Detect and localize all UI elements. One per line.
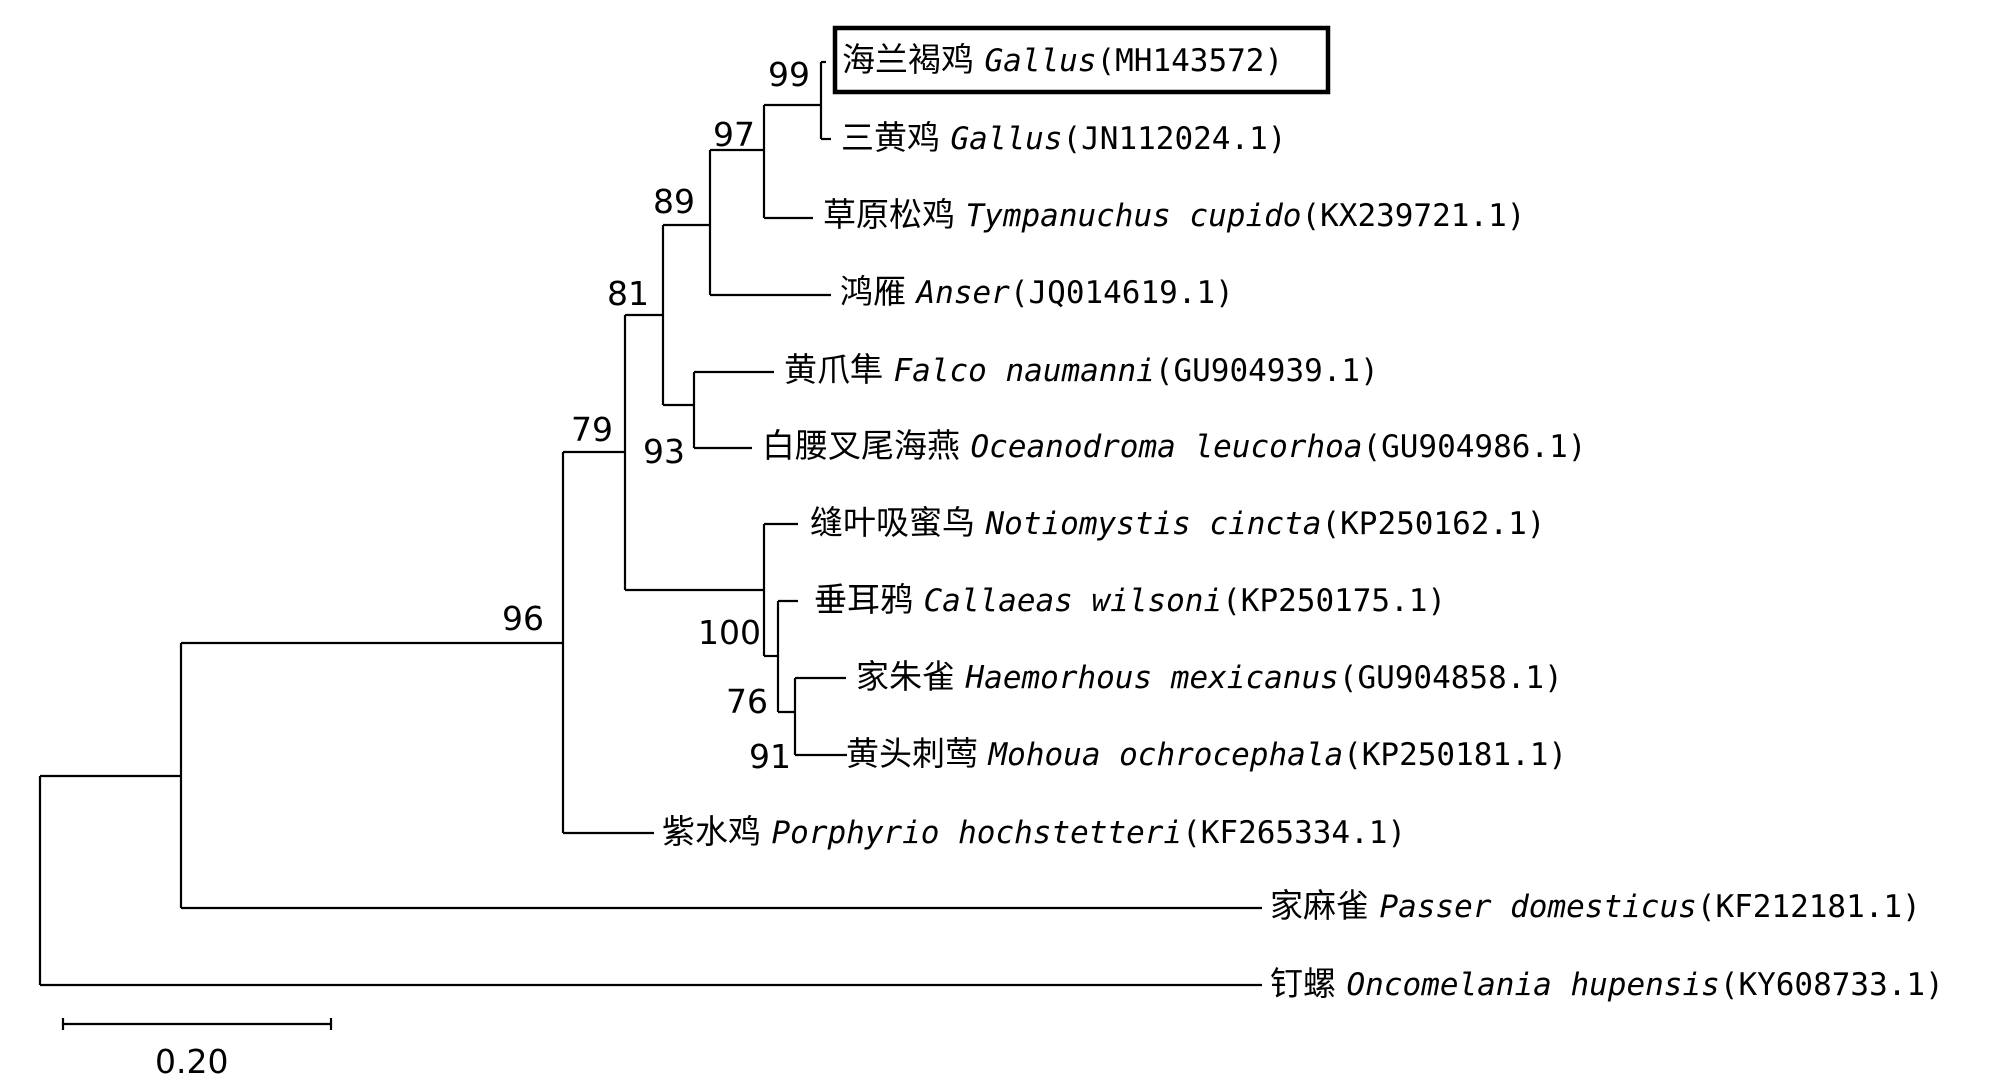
- taxon-label: 黄头刺莺 Mohoua ochrocephala(KP250181.1): [846, 734, 1567, 773]
- taxon-label: 家麻雀 Passer domesticus(KF212181.1): [1270, 886, 1921, 925]
- taxon-label: 鸿雁 Anser(JQ014619.1): [840, 272, 1234, 311]
- taxon-label: 垂耳鸦 Callaeas wilsoni(KP250175.1): [814, 580, 1446, 619]
- taxon-label: 紫水鸡 Porphyrio hochstetteri(KF265334.1): [662, 812, 1406, 851]
- taxon-label: 三黄鸡 Gallus(JN112024.1): [841, 118, 1286, 157]
- taxon-label: 白腰叉尾海燕 Oceanodroma leucorhoa(GU904986.1): [762, 426, 1586, 465]
- bootstrap-value: 96: [502, 599, 544, 638]
- taxon-label: 草原松鸡 Tympanuchus cupido(KX239721.1): [823, 195, 1525, 234]
- taxon-labels: 海兰褐鸡 Gallus(MH143572) 三黄鸡 Gallus(JN11202…: [662, 40, 1944, 1003]
- bootstrap-value: 93: [643, 432, 685, 471]
- bootstrap-value: 81: [607, 274, 649, 313]
- highlight-box: [832, 25, 1331, 95]
- scale-bar-label: 0.20: [155, 1042, 228, 1081]
- bootstrap-value: 97: [713, 115, 755, 154]
- taxon-label: 家朱雀 Haemorhous mexicanus(GU904858.1): [856, 657, 1563, 696]
- tree-branches: [38, 60, 1262, 987]
- bootstrap-value: 89: [653, 182, 695, 221]
- bootstrap-value: 76: [726, 682, 768, 721]
- bootstrap-value: 91: [749, 737, 791, 776]
- scale-bar: 0.20: [61, 1018, 333, 1081]
- bootstrap-value: 79: [571, 410, 613, 449]
- taxon-label: 缝叶吸蜜鸟 Notiomystis cincta(KP250162.1): [810, 503, 1545, 542]
- taxon-label: 海兰褐鸡 Gallus(MH143572): [842, 40, 1283, 79]
- taxon-label: 黄爪隼 Falco naumanni(GU904939.1): [784, 350, 1379, 389]
- bootstrap-values: 99 97 89 93 81 91 76 100 79 96: [502, 55, 810, 776]
- bootstrap-value: 99: [768, 55, 810, 94]
- taxon-label: 钉螺 Oncomelania hupensis(KY608733.1): [1270, 964, 1944, 1003]
- bootstrap-value: 100: [698, 613, 761, 652]
